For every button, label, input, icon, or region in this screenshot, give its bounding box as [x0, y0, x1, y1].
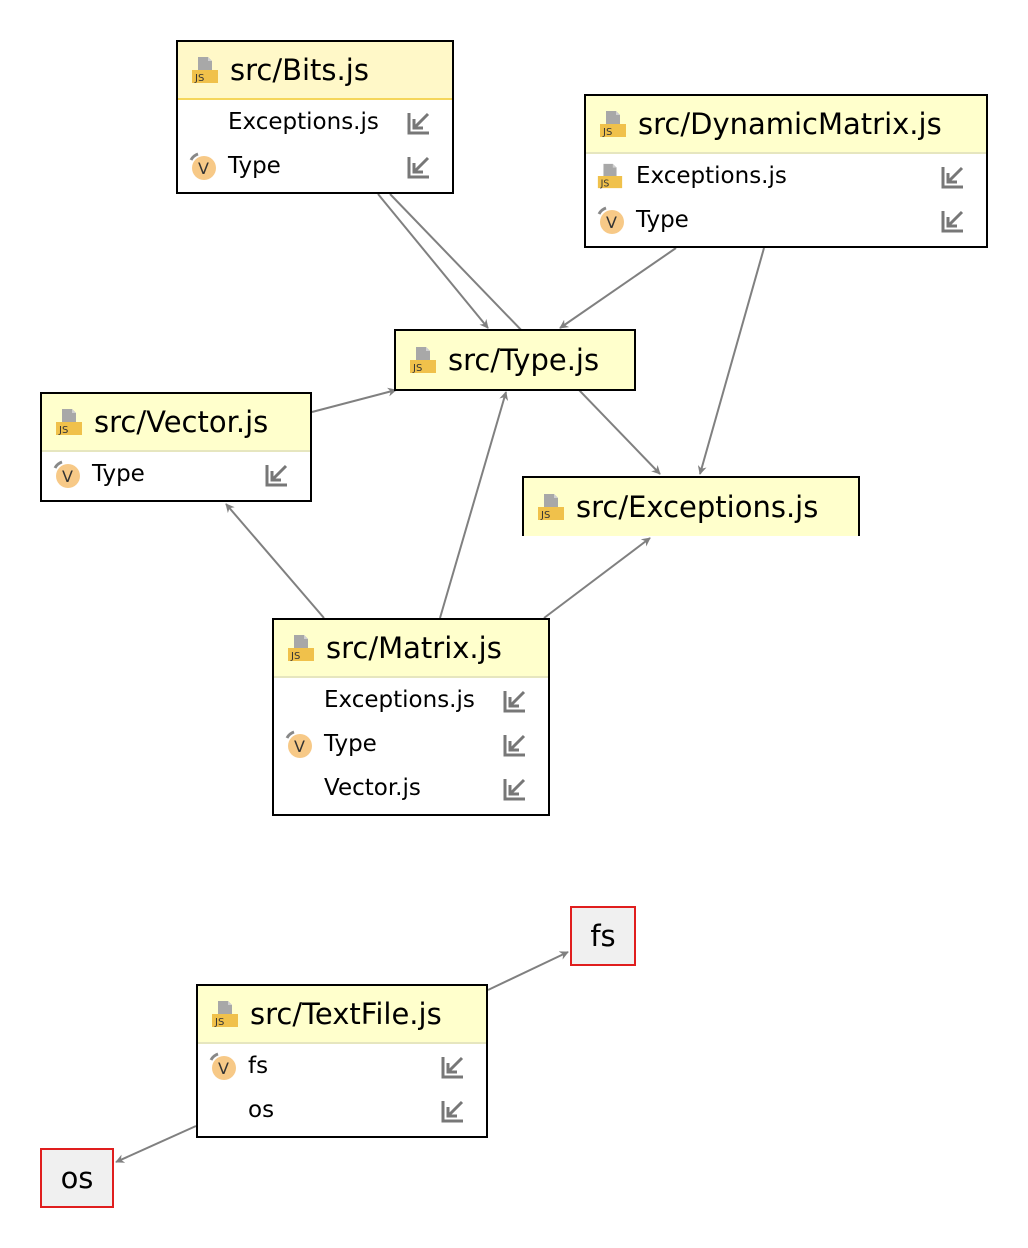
- row-label: os: [248, 1097, 275, 1123]
- edge-dynamic-to-exceptions: [697, 247, 765, 475]
- import-row[interactable]: V fs: [198, 1044, 486, 1088]
- js-file-icon: JS: [598, 109, 628, 139]
- svg-text:JS: JS: [540, 510, 550, 521]
- node-vector[interactable]: JS src/Vector.js V Type: [40, 392, 312, 502]
- import-arrow-icon: [502, 732, 528, 758]
- edge-bits-to-type: [377, 193, 489, 329]
- edge-matrix-to-vector: [225, 503, 325, 619]
- js-file-icon: JS: [286, 633, 316, 663]
- svg-text:JS: JS: [412, 363, 422, 374]
- node-title[interactable]: JS src/Type.js: [396, 331, 634, 389]
- node-label: src/Type.js: [448, 343, 600, 377]
- import-arrow-icon: [406, 154, 432, 180]
- edge-matrix-to-exceptions: [543, 537, 651, 619]
- svg-text:V: V: [294, 737, 305, 756]
- svg-text:JS: JS: [600, 178, 610, 189]
- node-title[interactable]: JS src/TextFile.js: [198, 986, 486, 1044]
- import-row[interactable]: Vector.js: [274, 766, 548, 810]
- svg-text:V: V: [606, 213, 617, 232]
- row-label: Type: [228, 153, 281, 179]
- external-module-fs[interactable]: fs: [570, 906, 636, 966]
- svg-text:V: V: [62, 467, 73, 486]
- node-label: src/TextFile.js: [250, 997, 442, 1031]
- edge-textfile-to-os: [115, 1125, 197, 1163]
- import-arrow-icon: [440, 1054, 466, 1080]
- svg-text:JS: JS: [58, 425, 68, 436]
- svg-text:JS: JS: [214, 1017, 224, 1028]
- node-textfile[interactable]: JS src/TextFile.js V fs os: [196, 984, 488, 1138]
- node-matrix[interactable]: JS src/Matrix.js Exceptions.js V Type Ve…: [272, 618, 550, 816]
- import-row[interactable]: JS Exceptions.js: [586, 154, 986, 198]
- edge-dynamic-to-type: [559, 247, 677, 329]
- variable-icon: V: [596, 206, 626, 236]
- js-file-icon: JS: [210, 999, 240, 1029]
- svg-text:JS: JS: [602, 127, 612, 138]
- import-row[interactable]: V Type: [42, 452, 310, 496]
- variable-icon: V: [208, 1052, 238, 1082]
- import-arrow-icon: [406, 110, 432, 136]
- import-arrow-icon: [940, 208, 966, 234]
- row-label: Exceptions.js: [228, 109, 379, 135]
- svg-text:JS: JS: [290, 651, 300, 662]
- row-label: Type: [92, 461, 145, 487]
- import-arrow-icon: [502, 776, 528, 802]
- import-arrow-icon: [502, 688, 528, 714]
- import-arrow-icon: [264, 462, 290, 488]
- node-label: src/Vector.js: [94, 405, 269, 439]
- row-label: Type: [636, 207, 689, 233]
- node-label: src/Exceptions.js: [576, 490, 819, 524]
- import-arrow-icon: [440, 1098, 466, 1124]
- edge-matrix-to-type: [439, 391, 509, 619]
- node-title[interactable]: JS src/DynamicMatrix.js: [586, 96, 986, 154]
- node-label: src/Matrix.js: [326, 631, 502, 665]
- import-arrow-icon: [940, 164, 966, 190]
- node-title[interactable]: JS src/Exceptions.js: [524, 478, 858, 536]
- import-row[interactable]: V Type: [586, 198, 986, 242]
- node-type[interactable]: JS src/Type.js: [394, 329, 636, 391]
- row-label: Exceptions.js: [636, 163, 787, 189]
- node-label: src/DynamicMatrix.js: [638, 107, 942, 141]
- node-title[interactable]: JS src/Bits.js: [178, 42, 452, 100]
- js-file-icon: JS: [408, 345, 438, 375]
- row-label: Type: [324, 731, 377, 757]
- import-row[interactable]: Exceptions.js: [178, 100, 452, 144]
- node-bits[interactable]: JS src/Bits.js Exceptions.js V Type: [176, 40, 454, 194]
- node-title[interactable]: JS src/Matrix.js: [274, 620, 548, 678]
- row-label: fs: [248, 1053, 269, 1079]
- js-file-icon: JS: [54, 407, 84, 437]
- external-label: fs: [590, 919, 616, 953]
- import-row[interactable]: os: [198, 1088, 486, 1132]
- node-dynamic-matrix[interactable]: JS src/DynamicMatrix.js JS Exceptions.js…: [584, 94, 988, 248]
- svg-text:V: V: [198, 159, 209, 178]
- external-label: os: [60, 1161, 94, 1195]
- import-row[interactable]: Exceptions.js: [274, 678, 548, 722]
- variable-icon: V: [284, 730, 314, 760]
- node-exceptions[interactable]: JS src/Exceptions.js: [522, 476, 860, 536]
- js-file-icon: JS: [596, 162, 624, 190]
- js-file-icon: JS: [190, 55, 220, 85]
- row-label: Vector.js: [324, 775, 421, 801]
- variable-icon: V: [52, 460, 82, 490]
- svg-text:V: V: [218, 1059, 229, 1078]
- variable-icon: V: [188, 152, 218, 182]
- svg-text:JS: JS: [194, 73, 204, 84]
- node-label: src/Bits.js: [230, 53, 369, 87]
- import-row[interactable]: V Type: [274, 722, 548, 766]
- node-title[interactable]: JS src/Vector.js: [42, 394, 310, 452]
- external-module-os[interactable]: os: [40, 1148, 114, 1208]
- edge-textfile-to-fs: [487, 951, 569, 991]
- js-file-icon: JS: [536, 492, 566, 522]
- edge-vector-to-type: [311, 387, 397, 413]
- row-label: Exceptions.js: [324, 687, 475, 713]
- import-row[interactable]: V Type: [178, 144, 452, 188]
